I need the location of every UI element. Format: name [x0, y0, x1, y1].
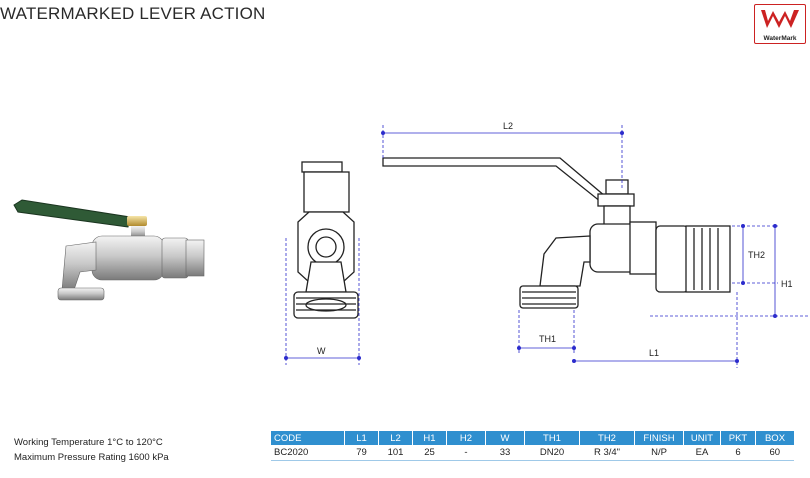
label-l1: L1	[649, 348, 659, 358]
stem	[131, 226, 145, 238]
side-view	[293, 161, 359, 319]
label-h1: H1	[781, 279, 793, 289]
hose-thread	[57, 287, 105, 301]
cell-box: 60	[755, 445, 794, 461]
lever-handle	[13, 199, 131, 228]
col-finish: FINISH	[634, 431, 684, 445]
page-title: WATERMARKED LEVER ACTION	[0, 4, 266, 23]
watermark-logo-text: WaterMark	[763, 35, 797, 42]
working-temperature: Working Temperature 1°C to 120°C	[14, 437, 163, 448]
cell-pkt: 6	[720, 445, 756, 461]
col-th2: TH2	[579, 431, 635, 445]
hex-nut	[161, 237, 189, 279]
product-photo	[13, 199, 205, 301]
dim-point	[357, 356, 361, 360]
max-pressure: Maximum Pressure Rating 1600 kPa	[14, 452, 169, 463]
cell-th1: DN20	[524, 445, 580, 461]
col-h1: H1	[412, 431, 447, 445]
label-l2: L2	[503, 121, 513, 131]
dimension-lines	[382, 125, 808, 368]
label-th1: TH1	[539, 334, 556, 344]
valve-body	[91, 235, 165, 281]
col-th1: TH1	[524, 431, 580, 445]
spec-table: CODE L1 L2 H1 H2 W TH1 TH2 FINISH UNIT P…	[271, 431, 794, 461]
col-unit: UNIT	[683, 431, 721, 445]
table-row: BC2020 79 101 25 - 33 DN20 R 3/4" N/P EA…	[271, 445, 794, 461]
watermark-w-icon	[761, 10, 799, 28]
dimension-w	[285, 238, 360, 365]
handle-nut	[127, 216, 147, 226]
col-h2: H2	[446, 431, 486, 445]
cell-h2: -	[446, 445, 486, 461]
thread-end	[185, 239, 205, 277]
cell-unit: EA	[683, 445, 721, 461]
table-header-row: CODE L1 L2 H1 H2 W TH1 TH2 FINISH UNIT P…	[271, 431, 794, 445]
label-w: W	[317, 346, 326, 356]
technical-drawing: L2 TH2 H1 W TH1 L1	[13, 121, 808, 368]
cell-l1: 79	[344, 445, 379, 461]
dim-point	[284, 356, 288, 360]
col-code: CODE	[271, 431, 345, 445]
spout	[61, 241, 97, 291]
col-box: BOX	[755, 431, 794, 445]
cell-h1: 25	[412, 445, 447, 461]
cell-code: BC2020	[271, 445, 345, 461]
col-pkt: PKT	[720, 431, 756, 445]
cell-finish: N/P	[634, 445, 684, 461]
front-view	[382, 157, 731, 309]
col-l2: L2	[378, 431, 413, 445]
dimension-points	[381, 131, 777, 363]
cell-w: 33	[485, 445, 525, 461]
col-l1: L1	[344, 431, 379, 445]
cell-th2: R 3/4"	[579, 445, 635, 461]
watermark-logo: WaterMark	[754, 4, 806, 44]
label-th2: TH2	[748, 250, 765, 260]
cell-l2: 101	[378, 445, 413, 461]
col-w: W	[485, 431, 525, 445]
